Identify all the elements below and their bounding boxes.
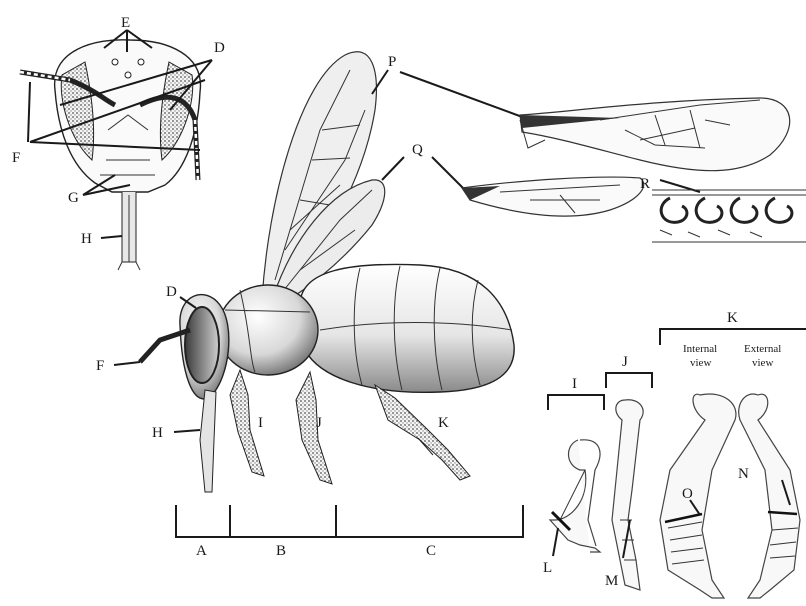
external-view-caption-line2: view: [752, 357, 773, 369]
label-J-detached: J: [622, 354, 628, 370]
label-G: G: [68, 190, 79, 206]
label-H: H: [81, 231, 92, 247]
label-F: F: [12, 150, 20, 166]
internal-view-caption-line2: view: [690, 357, 711, 369]
label-I: I: [258, 415, 263, 431]
label-H-lateral: H: [152, 425, 163, 441]
detached-forewing: [520, 98, 790, 171]
label-J: J: [316, 415, 322, 431]
label-C: C: [426, 543, 436, 559]
bee-body-lateral: [140, 264, 514, 492]
internal-view-caption-line1: Internal: [683, 343, 717, 355]
label-K-lateral: K: [438, 415, 449, 431]
proboscis-lateral: [200, 390, 216, 492]
label-E: E: [121, 15, 130, 31]
label-B: B: [276, 543, 286, 559]
thorax: [218, 285, 318, 375]
detached-fore-leg: [550, 440, 600, 556]
ocellus: [112, 59, 118, 65]
label-L: L: [543, 560, 552, 576]
label-R: R: [640, 176, 650, 192]
label-K-detached: K: [727, 310, 738, 326]
body-region-brackets: [176, 505, 523, 537]
label-Q: Q: [412, 142, 423, 158]
label-A: A: [196, 543, 207, 559]
hamulus-hook: [696, 198, 722, 222]
middle-leg: [296, 372, 332, 484]
hamuli-detail: [652, 190, 806, 242]
ocellus: [138, 59, 144, 65]
label-P: P: [388, 54, 396, 70]
label-M: M: [605, 573, 618, 589]
label-I-detached: I: [572, 376, 577, 392]
hamulus-hook: [766, 198, 792, 222]
hamulus-hook: [731, 198, 757, 222]
hamulus-hook: [661, 198, 687, 222]
ocellus: [125, 72, 131, 78]
hind-leg-external-view: [739, 394, 800, 598]
label-O: O: [682, 486, 693, 502]
external-view-caption-line1: External: [744, 343, 781, 355]
label-D-lateral: D: [166, 284, 177, 300]
detached-hindwing: [462, 177, 644, 216]
hind-leg-internal-view: [660, 394, 736, 598]
label-D: D: [214, 40, 225, 56]
compound-eye-lateral: [185, 307, 219, 383]
label-N: N: [738, 466, 749, 482]
detached-middle-leg: [612, 400, 643, 590]
label-F-lateral: F: [96, 358, 104, 374]
hind-leg: [375, 385, 470, 480]
head-front-view: [20, 40, 200, 270]
